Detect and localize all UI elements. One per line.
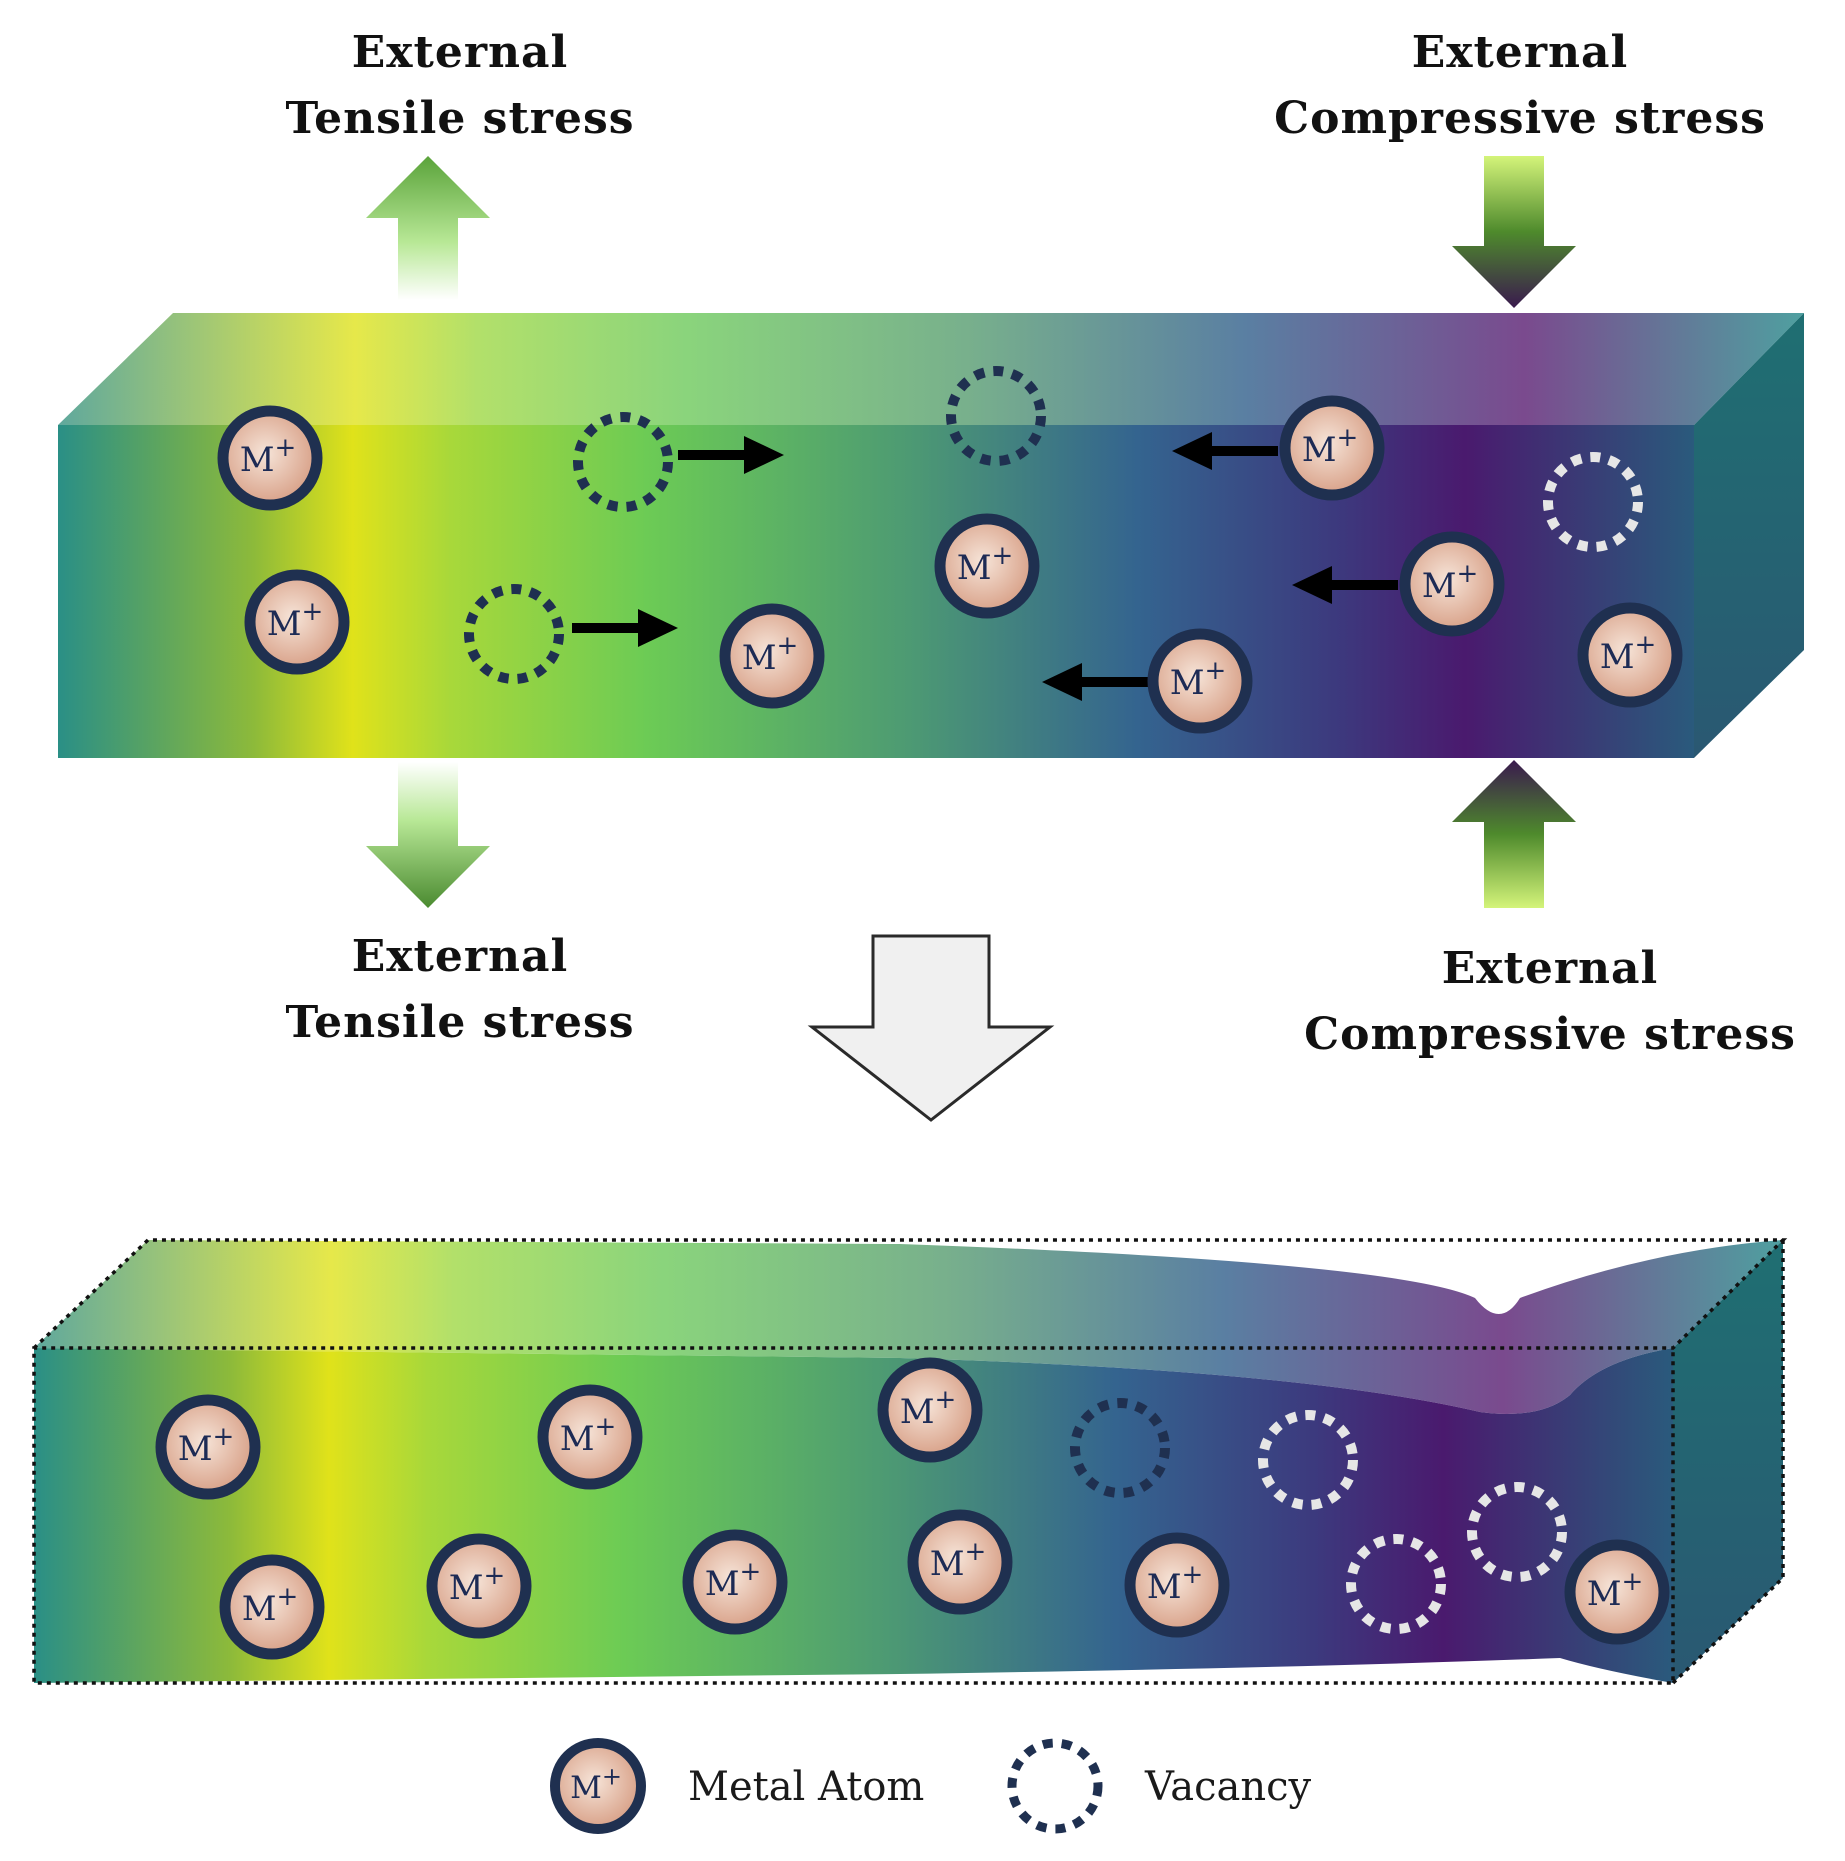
arrow-left-3 [1042,663,1148,701]
top-bar-side-face [1694,313,1804,758]
arrow-left-2 [1292,566,1398,604]
legend-vacancy-label: Vacancy [1145,1764,1312,1810]
metal-atom: M+ [550,1738,646,1834]
top-bar [58,313,1804,758]
compressive-bottom-line2: Compressive stress [1304,1009,1796,1060]
arrow-left-1 [1172,432,1278,470]
compressive-bottom-line1: External [1441,943,1659,994]
vacancy [1543,452,1643,552]
arrow-right-2 [572,609,678,647]
metal-atom-label: M+ [560,1412,617,1459]
metal-atom: M+ [1279,395,1385,501]
vacancy [464,584,564,684]
metal-atom: M+ [1399,531,1505,637]
tensile-arrow-down [366,762,490,908]
vacancy [1467,1482,1567,1582]
tensile-top-label: External Tensile stress [260,20,660,152]
metal-atom-label: M+ [1422,559,1479,606]
bottom-bar-top-face [34,1240,1783,1414]
top-bar-top-face [58,313,1804,425]
metal-atom: M+ [877,1357,983,1463]
legend-metal-atom-label: Metal Atom [688,1764,925,1810]
metal-atom: M+ [934,513,1040,619]
metal-atom: M+ [155,1394,261,1500]
compressive-arrow-down [1452,156,1576,308]
vacancy [1070,1398,1170,1498]
metal-atom: M+ [244,569,350,675]
metal-atom: M+ [1147,628,1253,734]
vacancy [1346,1534,1446,1634]
vacancies [464,366,1643,1634]
migration-arrows [572,432,1398,701]
metal-atom: M+ [537,1384,643,1490]
tensile-bottom-line1: External [351,931,569,982]
vacancy [573,412,673,512]
vacancy [1007,1738,1103,1834]
tensile-bottom-line2: Tensile stress [285,997,635,1048]
compressive-top-line1: External [1411,27,1629,78]
metal-atom: M+ [217,405,323,511]
arrow-right-1 [678,436,784,474]
metal-atom: M+ [682,1529,788,1635]
compressive-top-line2: Compressive stress [1274,93,1766,144]
transition-arrow [807,934,1055,1122]
compressive-top-label: External Compressive stress [1250,20,1790,152]
vacancy [1258,1410,1358,1510]
metal-atom: M+ [1124,1532,1230,1638]
metal-atom: M+ [907,1509,1013,1615]
metal-atom-label: M+ [449,1561,506,1608]
tensile-top-line1: External [351,27,569,78]
metal-atom-label: M+ [178,1422,235,1469]
original-outline [32,1238,1788,1685]
vacancy [946,366,1046,466]
tensile-bottom-label: External Tensile stress [260,924,660,1056]
compressive-arrow-up [1452,760,1576,908]
metal-atom: M+ [219,1554,325,1660]
tensile-top-line2: Tensile stress [285,93,635,144]
metal-atom: M+ [426,1533,532,1639]
bottom-bar-side-face [1673,1240,1783,1683]
metal-atom: M+ [719,603,825,709]
metal-atoms: M+ M+ M+ M+ M+ M+ M+ M+ M+ M+ M+ M+ M+ M+ M+ M+ M+ [155,395,1683,1660]
metal-atom: M+ [1577,602,1683,708]
tensile-arrow-up [366,156,490,300]
metal-atom: M+ [1564,1539,1670,1645]
legend-icons: M+ [550,1738,1103,1834]
compressive-bottom-label: External Compressive stress [1280,936,1820,1068]
